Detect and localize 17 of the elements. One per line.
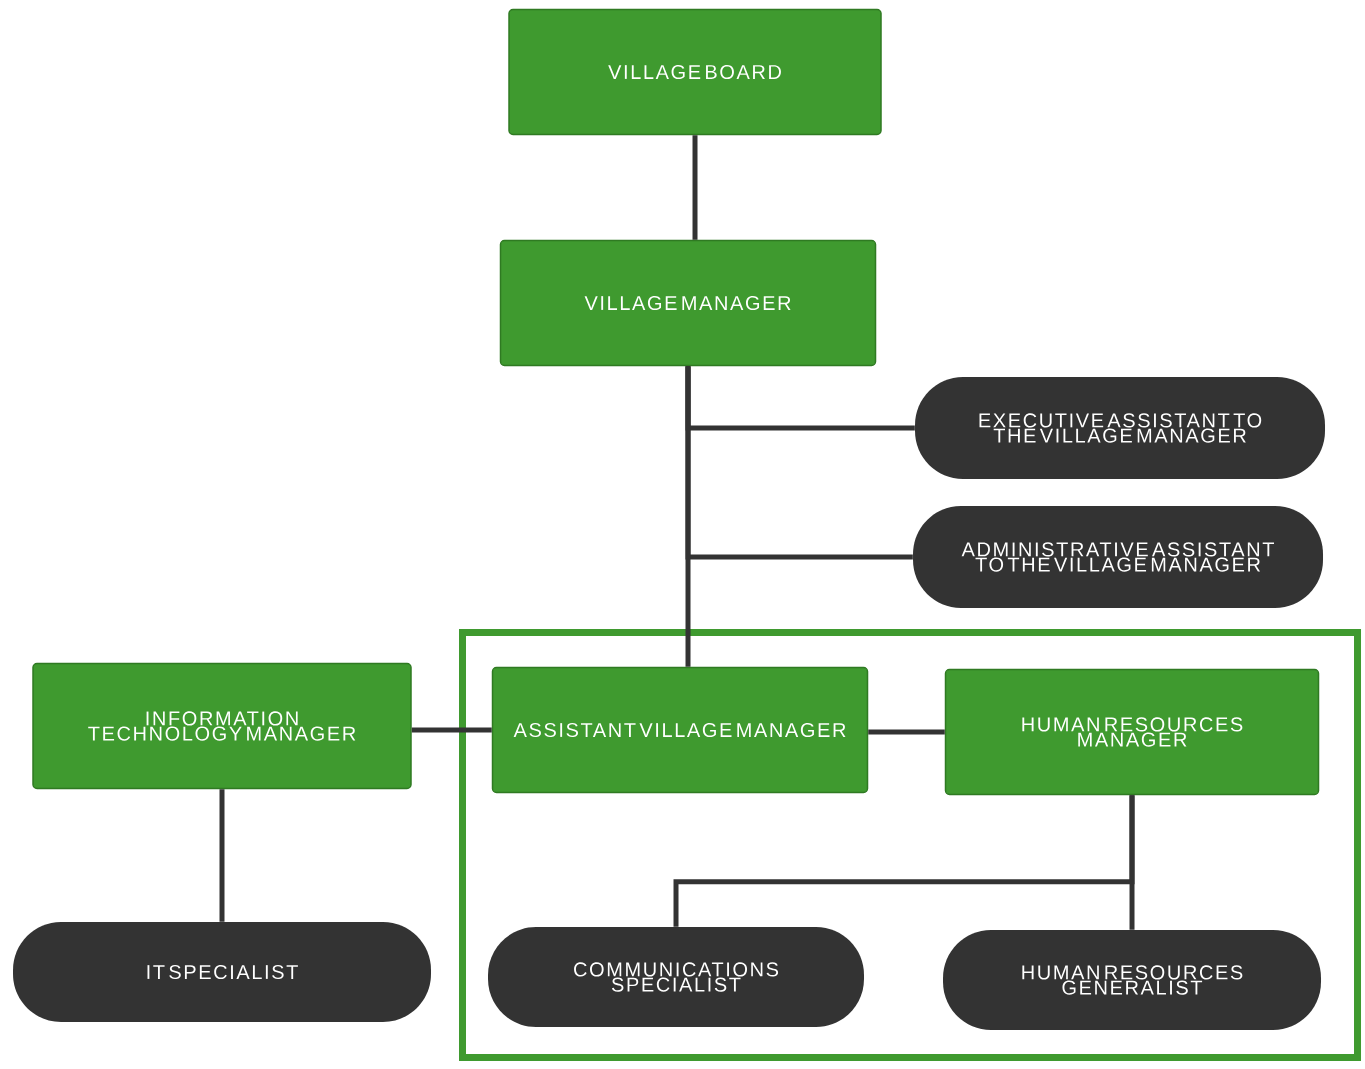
role-pill: ADMINISTRATIVE ASSISTANT TO THE VILLAGE MANAGER: [913, 506, 1323, 608]
role-box: VILLAGE BOARD: [508, 8, 882, 136]
connector-line: [1129, 795, 1135, 930]
connector-line: [219, 789, 225, 922]
group-frame: [459, 629, 1361, 1061]
role-pill: HUMAN RESOURCES GENERALIST: [943, 930, 1321, 1030]
role-pill: EXECUTIVE ASSISTANT TO THE VILLAGE MANAGER: [915, 377, 1325, 479]
role-pill: COMMUNICATIONS SPECIALIST: [488, 927, 864, 1027]
role-pill: IT SPECIALIST: [13, 922, 431, 1022]
role-box: VILLAGE MANAGER: [499, 239, 877, 367]
connector-line: [868, 729, 945, 735]
connector-line: [692, 135, 698, 240]
role-box: ASSISTANT VILLAGE MANAGER: [491, 666, 869, 794]
connector-line: [685, 366, 691, 667]
role-box: HUMAN RESOURCES MANAGER: [944, 668, 1320, 796]
role-box: INFORMATION TECHNOLOGY MANAGER: [32, 662, 412, 790]
connector-line: [411, 727, 492, 733]
